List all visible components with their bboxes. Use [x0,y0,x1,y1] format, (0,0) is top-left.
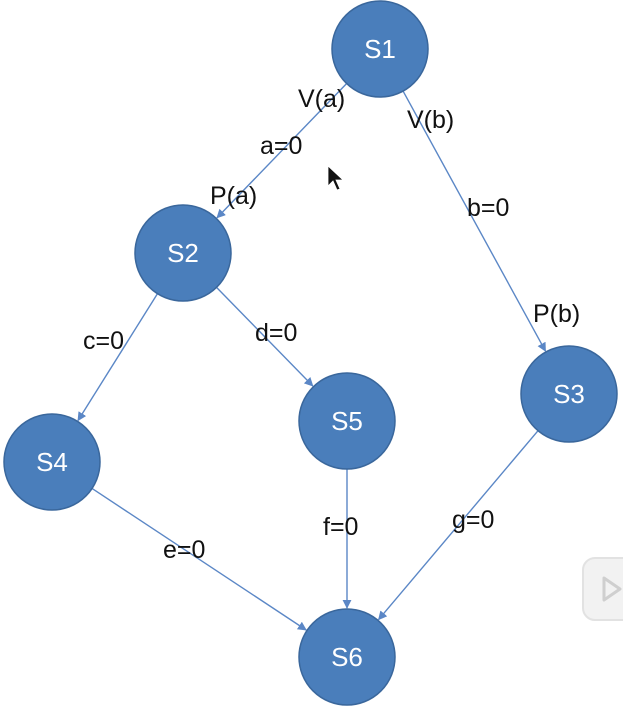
node-label: S6 [331,642,363,672]
node-s1: S1 [331,0,429,98]
node-label: S4 [36,447,68,477]
label-v-b: V(b) [407,106,454,134]
node-s6: S6 [298,608,396,706]
edge-s2-to-s5 [216,286,314,387]
label-g-eq: g=0 [452,506,494,534]
edge-s2-to-s4 [77,293,159,422]
node-s2: S2 [134,204,232,302]
label-f-eq: f=0 [323,513,358,541]
node-label: S5 [331,406,363,436]
edge-s1-to-s2 [216,83,348,219]
node-s3: S3 [520,345,618,443]
node-label: S2 [167,238,199,268]
label-e-eq: e=0 [163,536,205,564]
edge-s1-to-s3 [402,90,547,352]
node-s4: S4 [3,413,101,511]
node-circle [134,204,232,302]
label-a-eq: a=0 [260,132,302,160]
label-b-eq: b=0 [467,194,509,222]
node-circle [3,413,101,511]
node-label: S1 [364,34,396,64]
node-circle [520,345,618,443]
edge-s3-to-s6 [378,430,539,621]
edges [77,83,547,631]
label-p-a: P(a) [210,182,257,210]
node-label: S3 [553,379,585,409]
edge-s4-to-s6 [91,487,307,631]
node-circle [298,608,396,706]
label-d-eq: d=0 [255,319,297,347]
mouse-cursor-icon [327,165,345,191]
label-v-a: V(a) [298,85,345,113]
node-s5: S5 [298,372,396,470]
label-c-eq: c=0 [83,327,124,355]
video-watermark-icon [582,557,623,621]
label-p-b: P(b) [533,300,580,328]
node-circle [331,0,429,98]
node-circle [298,372,396,470]
